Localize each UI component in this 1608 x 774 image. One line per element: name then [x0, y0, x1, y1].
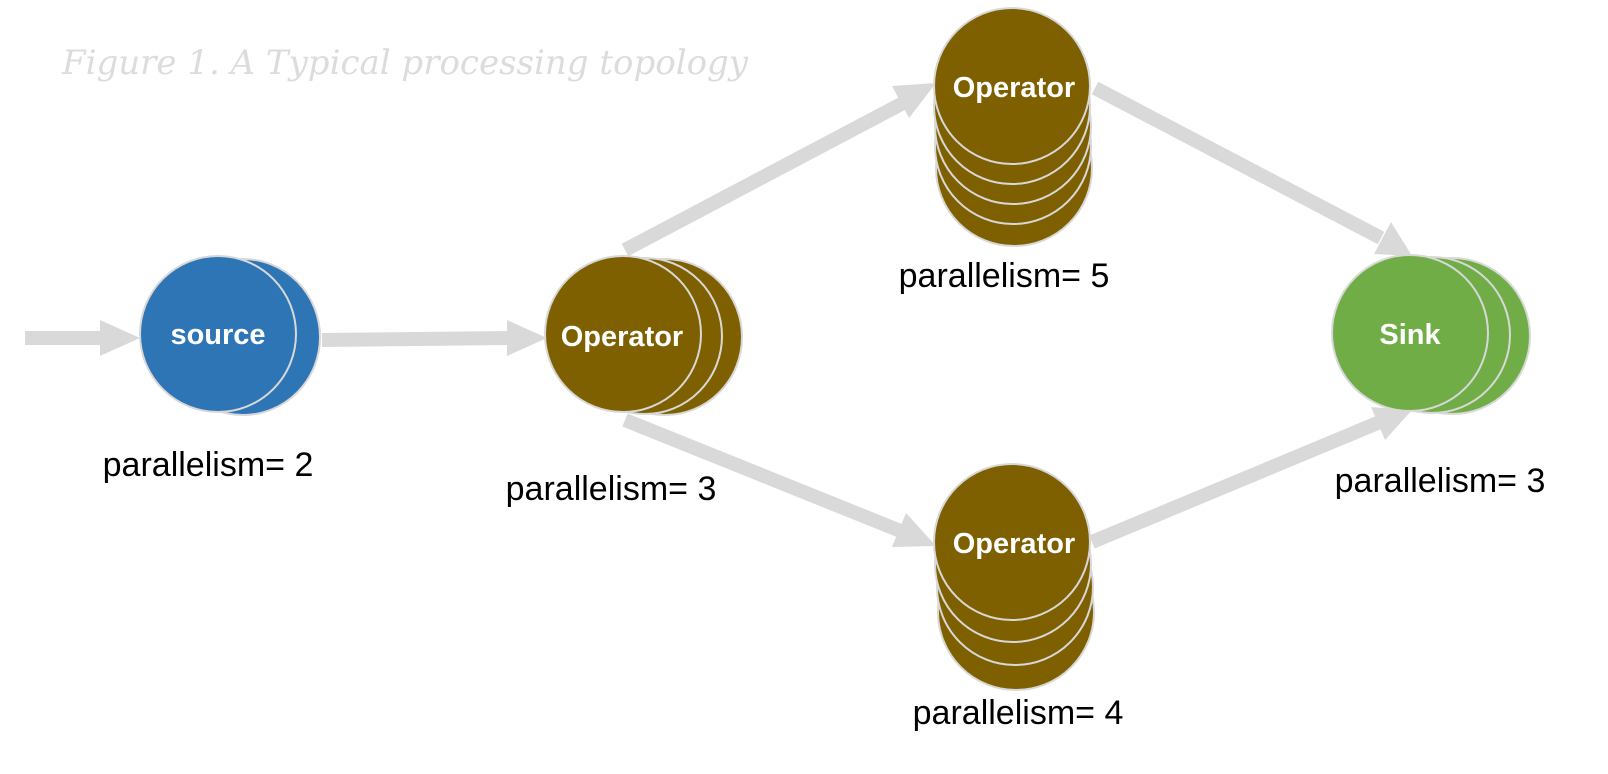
- edge-operator-middle-to-operator-top: [621, 83, 936, 257]
- node-sink-label: Sink: [1379, 319, 1441, 351]
- node-operator-bottom-parallelism: parallelism= 4: [913, 694, 1124, 732]
- edge-input-to-source: [25, 320, 140, 356]
- node-source: source parallelism= 2: [103, 255, 321, 484]
- node-operator-bottom-discs: [933, 463, 1095, 691]
- operator-instance-disc: [933, 463, 1091, 621]
- source-instance-disc: [139, 255, 297, 413]
- node-operator-middle-label: Operator: [561, 321, 683, 353]
- node-source-label: source: [170, 319, 265, 351]
- node-operator-bottom: Operator parallelism= 4: [913, 463, 1124, 732]
- node-source-discs: [139, 255, 321, 416]
- figure-caption: Figure 1. A Typical processing topology: [61, 43, 749, 83]
- node-operator-top-parallelism: parallelism= 5: [899, 257, 1110, 295]
- node-sink-parallelism: parallelism= 3: [1335, 462, 1546, 500]
- node-operator-bottom-label: Operator: [953, 528, 1075, 560]
- edge-operator-middle-to-operator-bottom: [622, 413, 936, 547]
- node-sink-discs: [1331, 254, 1531, 415]
- sink-instance-disc: [1331, 254, 1489, 412]
- edge-operator-bottom-to-sink: [1089, 407, 1412, 549]
- node-operator-middle-discs: [544, 255, 743, 416]
- operator-instance-disc: [544, 255, 702, 413]
- operator-instance-disc: [933, 7, 1091, 165]
- edge-operator-top-to-sink: [1091, 81, 1412, 256]
- node-operator-top: Operator parallelism= 5: [899, 7, 1110, 295]
- node-operator-middle-parallelism: parallelism= 3: [506, 470, 717, 508]
- node-operator-top-label: Operator: [953, 72, 1075, 104]
- node-source-parallelism: parallelism= 2: [103, 446, 314, 484]
- edges: [25, 81, 1412, 549]
- edge-source-to-operator-middle: [321, 320, 547, 356]
- node-operator-middle: Operator parallelism= 3: [506, 255, 743, 508]
- node-operator-top-discs: [933, 7, 1093, 247]
- node-sink: Sink parallelism= 3: [1331, 254, 1546, 500]
